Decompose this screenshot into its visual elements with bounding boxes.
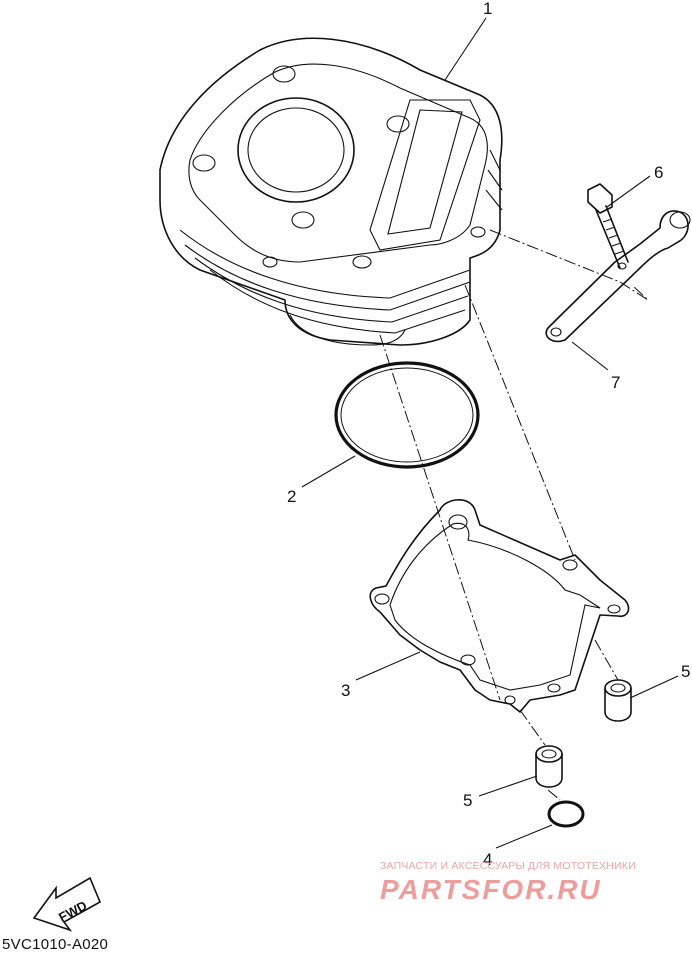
dowel-pin-part-b	[535, 745, 563, 788]
alignment-guides	[379, 229, 649, 801]
callout-5-upper: 5	[681, 662, 690, 681]
callout-2: 2	[287, 487, 296, 506]
watermark-brand: PARTSFOR.RU	[380, 874, 602, 905]
o-ring-part	[334, 361, 480, 469]
watermark: ЗАПЧАСТИ И АКСЕССУАРЫ ДЛЯ МОТОТЕХНИКИ PA…	[380, 860, 690, 906]
callout-7: 7	[611, 373, 620, 392]
callout-4: 4	[483, 850, 492, 869]
cylinder-part	[159, 37, 503, 346]
bolt-part	[587, 183, 629, 269]
callout-3: 3	[341, 681, 350, 700]
cylinder-gasket-part	[369, 499, 630, 713]
callout-1: 1	[483, 0, 492, 18]
breather-clamp-part	[545, 210, 691, 343]
dowel-pin-part-a	[604, 679, 632, 722]
small-o-ring-part	[547, 800, 585, 828]
callout-5-lower: 5	[463, 791, 472, 810]
reference-code: 5VC1010-A020	[2, 936, 109, 953]
leader-lines	[301, 17, 679, 849]
watermark-tagline: ЗАПЧАСТИ И АКСЕССУАРЫ ДЛЯ МОТОТЕХНИКИ	[380, 860, 636, 872]
callout-6: 6	[654, 163, 663, 182]
fwd-arrow-icon: FWD	[32, 876, 102, 932]
